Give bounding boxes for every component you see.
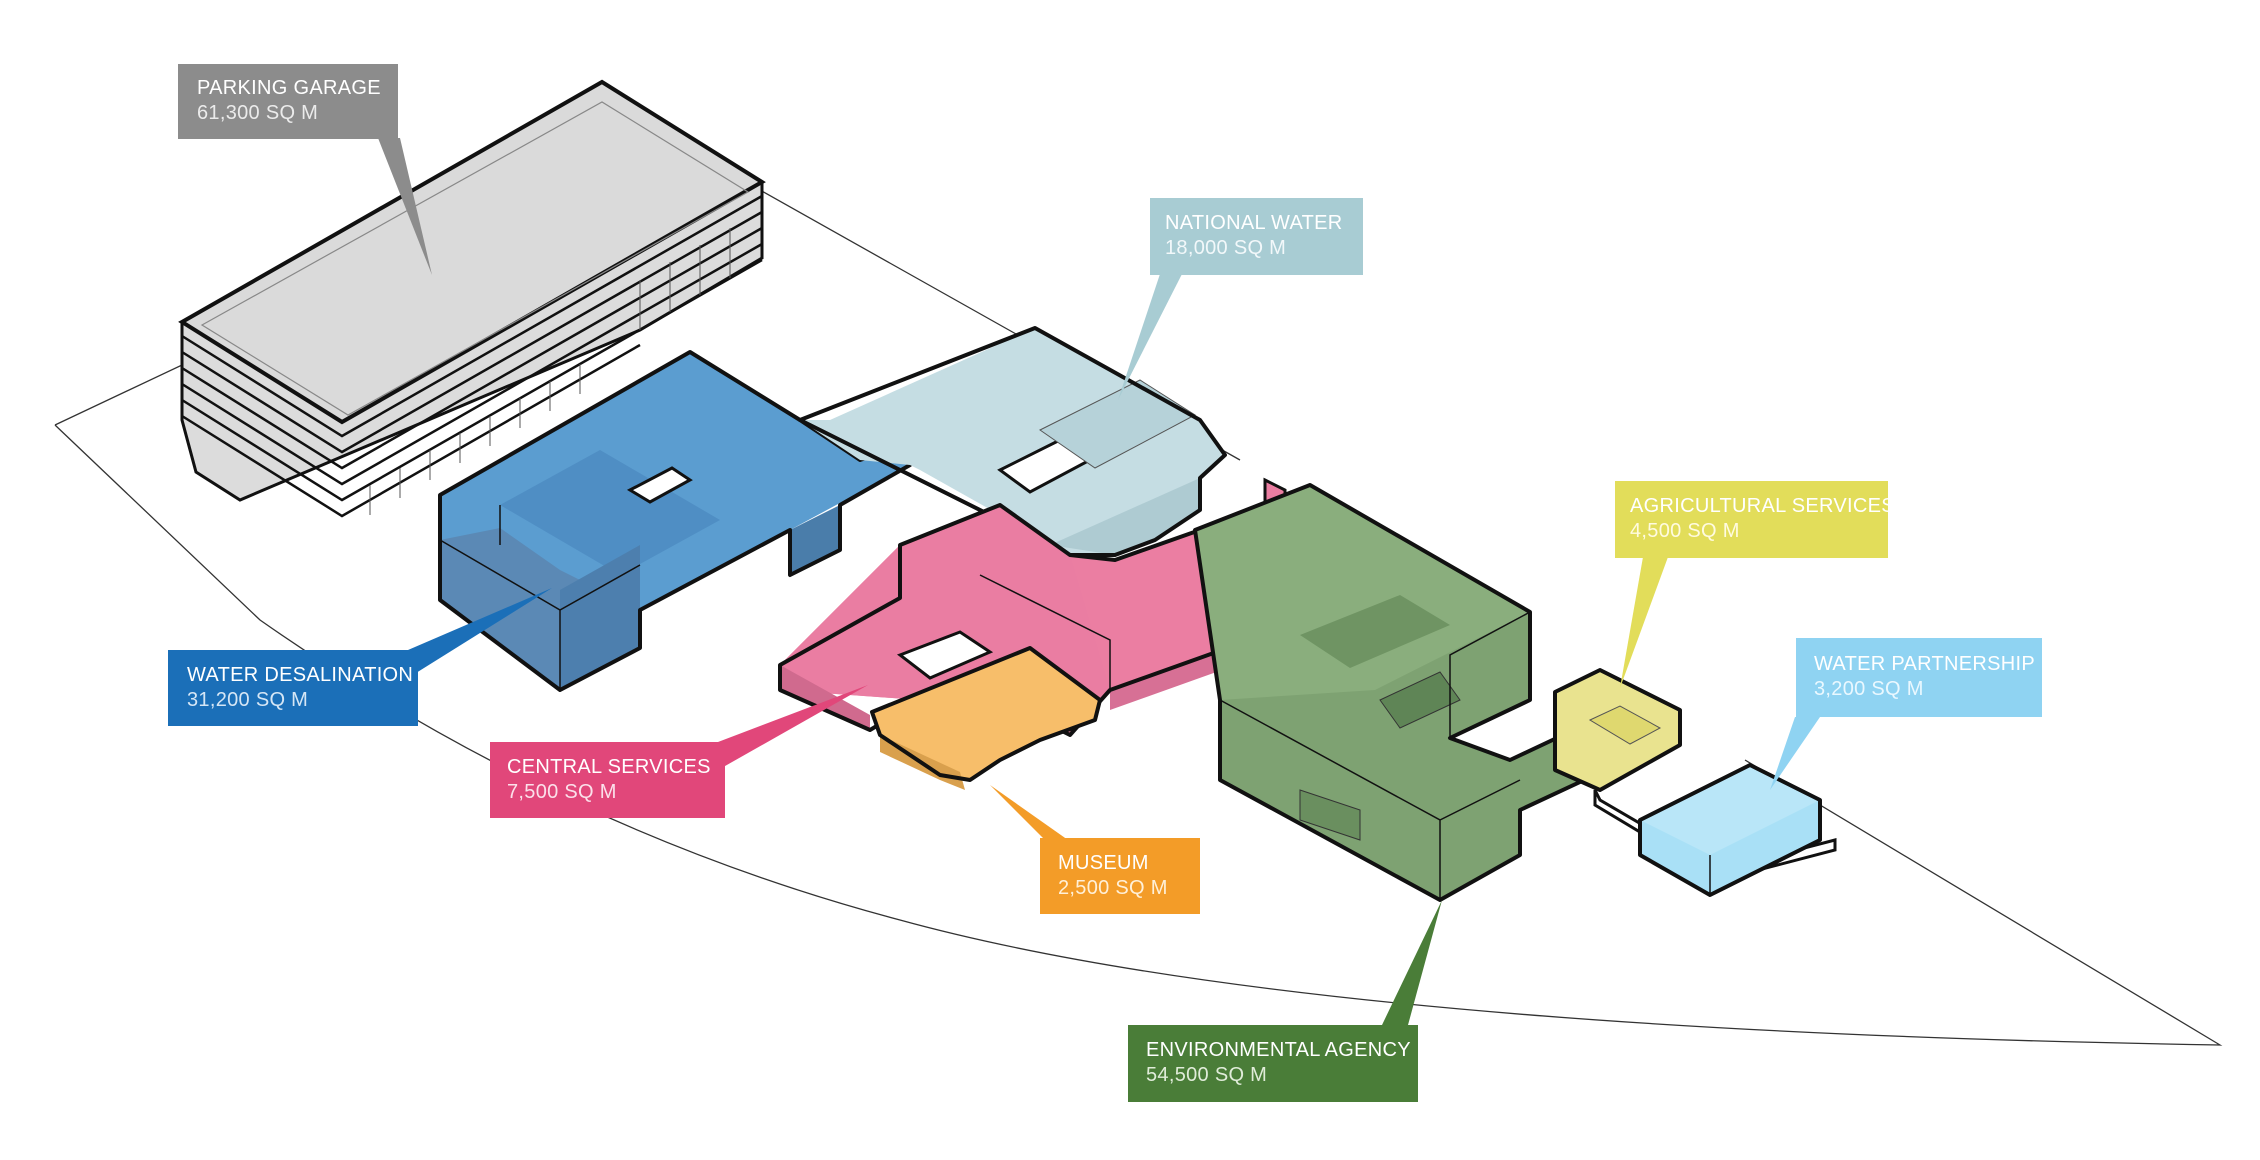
label-box-water-partnership	[1796, 638, 2042, 717]
label-area-water-partnership: 3,200 SQ M	[1814, 678, 1924, 700]
pointer-water-desalination	[408, 588, 552, 678]
pointer-central-services	[718, 685, 868, 770]
agricultural-services-building	[1553, 668, 1682, 792]
label-area-water-desalination: 31,200 SQ M	[187, 689, 308, 711]
water-partnership-building	[1593, 763, 1837, 897]
label-area-museum: 2,500 SQ M	[1058, 877, 1168, 899]
label-area-central-services: 7,500 SQ M	[507, 781, 617, 803]
pointer-water-partnership	[1770, 717, 1820, 790]
label-parking-garage: PARKING GARAGE 61,300 SQ M	[178, 64, 432, 275]
label-area-agricultural-services: 4,500 SQ M	[1630, 520, 1740, 542]
label-box-water-desalination	[168, 650, 418, 726]
label-area-environmental-agency: 54,500 SQ M	[1146, 1064, 1267, 1086]
national-water-building	[798, 326, 1227, 557]
label-water-desalination: WATER DESALINATION 31,200 SQ M	[168, 588, 552, 726]
label-national-water: NATIONAL WATER 18,000 SQ M	[1118, 198, 1363, 400]
label-name-water-desalination: WATER DESALINATION	[187, 664, 413, 686]
pointer-agricultural-services	[1620, 557, 1668, 688]
pointer-national-water	[1118, 274, 1182, 400]
label-name-central-services: CENTRAL SERVICES	[507, 756, 711, 778]
label-box-agricultural-services	[1615, 481, 1888, 558]
label-box-parking-garage	[178, 64, 398, 139]
label-box-national-water	[1150, 198, 1363, 275]
label-museum: MUSEUM 2,500 SQ M	[990, 785, 1200, 914]
label-environmental-agency: ENVIRONMENTAL AGENCY 54,500 SQ M	[1128, 900, 1442, 1102]
label-area-parking-garage: 61,300 SQ M	[197, 102, 318, 124]
label-box-museum	[1040, 838, 1200, 914]
label-name-water-partnership: WATER PARTNERSHIP	[1814, 653, 2035, 675]
water-desalination-building	[438, 350, 922, 692]
label-name-environmental-agency: ENVIRONMENTAL AGENCY	[1146, 1039, 1411, 1061]
label-box-environmental-agency	[1128, 1025, 1418, 1102]
label-name-national-water: NATIONAL WATER	[1165, 212, 1343, 234]
label-agricultural-services: AGRICULTURAL SERVICES 4,500 SQ M	[1615, 481, 1895, 688]
label-central-services: CENTRAL SERVICES 7,500 SQ M	[490, 685, 868, 818]
label-name-parking-garage: PARKING GARAGE	[197, 77, 381, 99]
label-name-museum: MUSEUM	[1058, 852, 1149, 874]
pointer-museum	[990, 785, 1068, 840]
parking-garage-building	[178, 79, 766, 518]
pointer-environmental-agency	[1382, 900, 1442, 1025]
museum-building	[870, 646, 1102, 790]
pointer-parking-garage	[378, 138, 432, 275]
label-area-national-water: 18,000 SQ M	[1165, 237, 1286, 259]
label-water-partnership: WATER PARTNERSHIP 3,200 SQ M	[1770, 638, 2042, 790]
label-name-agricultural-services: AGRICULTURAL SERVICES	[1630, 495, 1895, 517]
label-box-central-services	[490, 742, 725, 818]
environmental-agency-building	[1193, 483, 1597, 902]
